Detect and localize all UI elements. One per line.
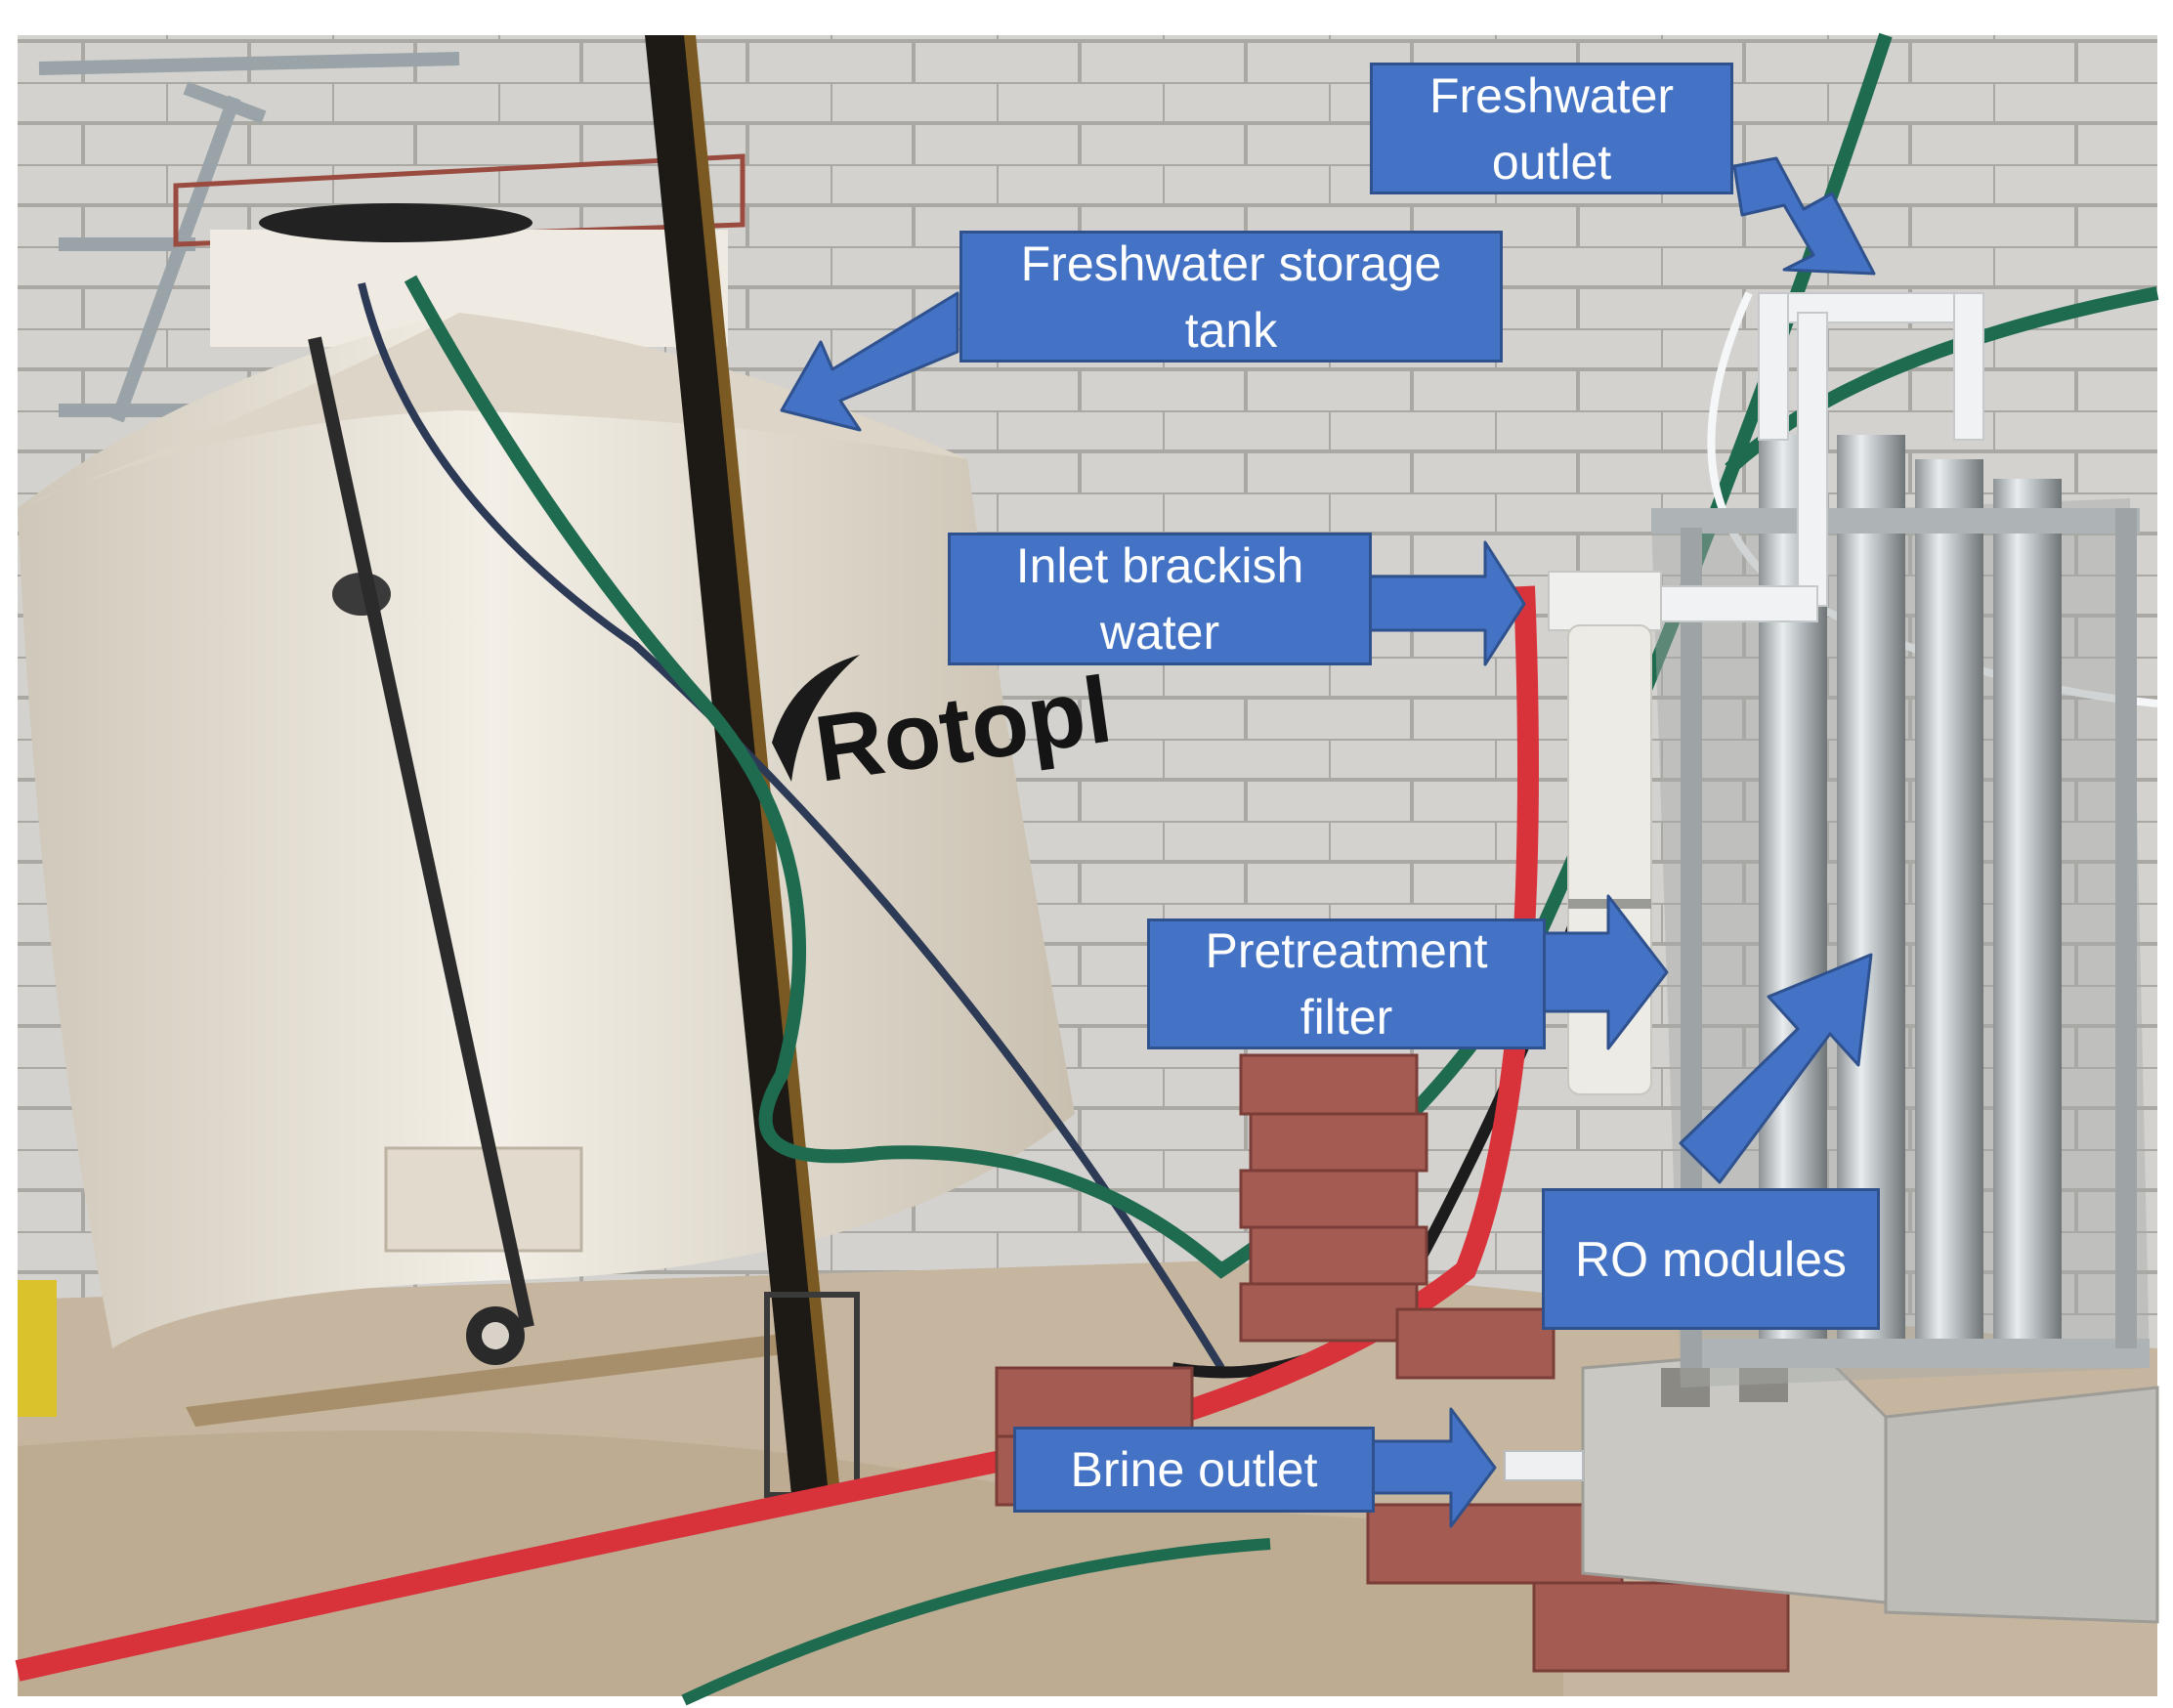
arrow-storage-tank: [780, 291, 959, 432]
scaffolding: [38, 52, 460, 423]
label-pretreatment-filter: Pretreatment filter: [1147, 918, 1546, 1049]
label-freshwater-storage-tank-line2: tank: [1184, 302, 1278, 358]
arrow-inlet-brackish: [1368, 540, 1526, 666]
label-ro-modules-line1: RO modules: [1575, 1231, 1847, 1287]
pvc-piping: [1650, 292, 1984, 622]
label-freshwater-outlet-line1: Freshwater: [1428, 67, 1675, 123]
label-freshwater-outlet-line2: outlet: [1491, 134, 1612, 190]
rebar-rack: [173, 153, 746, 247]
label-inlet-brackish-water-line1: Inlet brackish: [1015, 538, 1304, 593]
label-inlet-brackish-water: Inlet brackish water: [948, 533, 1372, 665]
arrow-pretreatment-filter: [1542, 894, 1669, 1050]
arrow-freshwater-outlet: [1732, 156, 1876, 276]
label-brine-outlet-line1: Brine outlet: [1070, 1442, 1318, 1497]
label-inlet-brackish-water-line2: water: [1099, 605, 1220, 660]
label-freshwater-storage-tank-line1: Freshwater storage: [1020, 235, 1442, 291]
arrow-brine-outlet: [1371, 1407, 1497, 1528]
rotoplas-logo-swoosh: [772, 655, 860, 782]
arrow-ro-modules: [1679, 953, 1873, 1184]
yellow-box: [18, 1280, 57, 1417]
label-ro-modules: RO modules: [1542, 1188, 1880, 1330]
wood-board: [186, 1334, 791, 1427]
label-pretreatment-filter-line2: filter: [1300, 990, 1393, 1045]
brine-outlet-fitting: [1504, 1450, 1584, 1481]
label-freshwater-outlet: Freshwater outlet: [1370, 63, 1733, 194]
label-pretreatment-filter-line1: Pretreatment: [1205, 923, 1488, 978]
green-hose-bottom: [681, 1538, 1271, 1706]
freshwater-storage-tank: [18, 203, 1075, 1365]
annotation-arrows: [780, 156, 1876, 1528]
label-brine-outlet: Brine outlet: [1013, 1427, 1375, 1513]
label-freshwater-storage-tank: Freshwater storage tank: [959, 231, 1503, 363]
thin-black-rod: [308, 336, 534, 1329]
cinder-block-base: [1581, 1346, 2159, 1624]
